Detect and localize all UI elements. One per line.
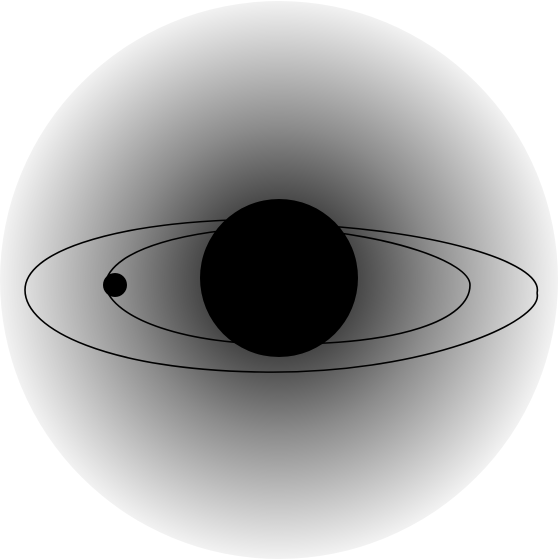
moon bbox=[103, 273, 127, 297]
central-body bbox=[200, 199, 358, 357]
